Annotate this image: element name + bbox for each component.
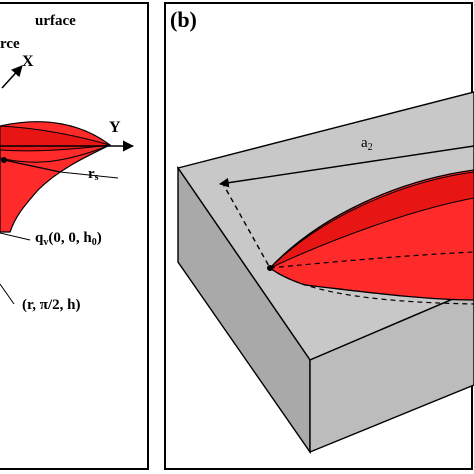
panel-b-label: (b) (170, 7, 197, 32)
a2-dimension-arrow (219, 145, 474, 188)
source-label: rce (0, 36, 20, 52)
rs-sub: s (95, 172, 99, 183)
a2-main: a (361, 135, 368, 151)
point-label: (r, π/2, h) (22, 297, 81, 313)
qv-close: ) (97, 230, 102, 246)
rs-label: rs (88, 166, 99, 183)
point-leader-line (0, 283, 15, 305)
heat-source-bottom-edge (269, 267, 474, 305)
rs-origin-point (1, 157, 7, 163)
heat-source-origin-b (267, 265, 273, 271)
x-axis-label: X (22, 53, 34, 70)
rs-main: r (88, 166, 95, 182)
a2-sub: 2 (368, 142, 373, 153)
a2-extension-line (221, 181, 271, 269)
y-axis-label: Y (109, 119, 121, 136)
panel-a: urface rce X Y rs qv(0, 0, h0) (r, π/2, … (0, 2, 149, 470)
qv-leader-line (0, 232, 31, 241)
qv-main: q (35, 230, 44, 246)
qv-args-sub: 0 (92, 237, 97, 248)
rs-line (3, 159, 61, 173)
surface-label: urface (35, 13, 76, 29)
x-axis-arrow (1, 65, 23, 89)
qv-args: (0, 0, h (48, 230, 92, 246)
a2-label: a2 (361, 135, 373, 153)
rs-leader-line (59, 171, 119, 179)
workpiece-front-face (309, 289, 474, 454)
heat-source-edge (0, 144, 111, 163)
heat-source-upper-lobe-b (269, 171, 474, 269)
qv-sub: v (43, 237, 48, 248)
panel-a-frame (0, 2, 149, 470)
qv-label: qv(0, 0, h0) (35, 230, 102, 248)
heat-source-centerline (269, 251, 474, 269)
panel-b: (b) a2 (164, 2, 474, 470)
